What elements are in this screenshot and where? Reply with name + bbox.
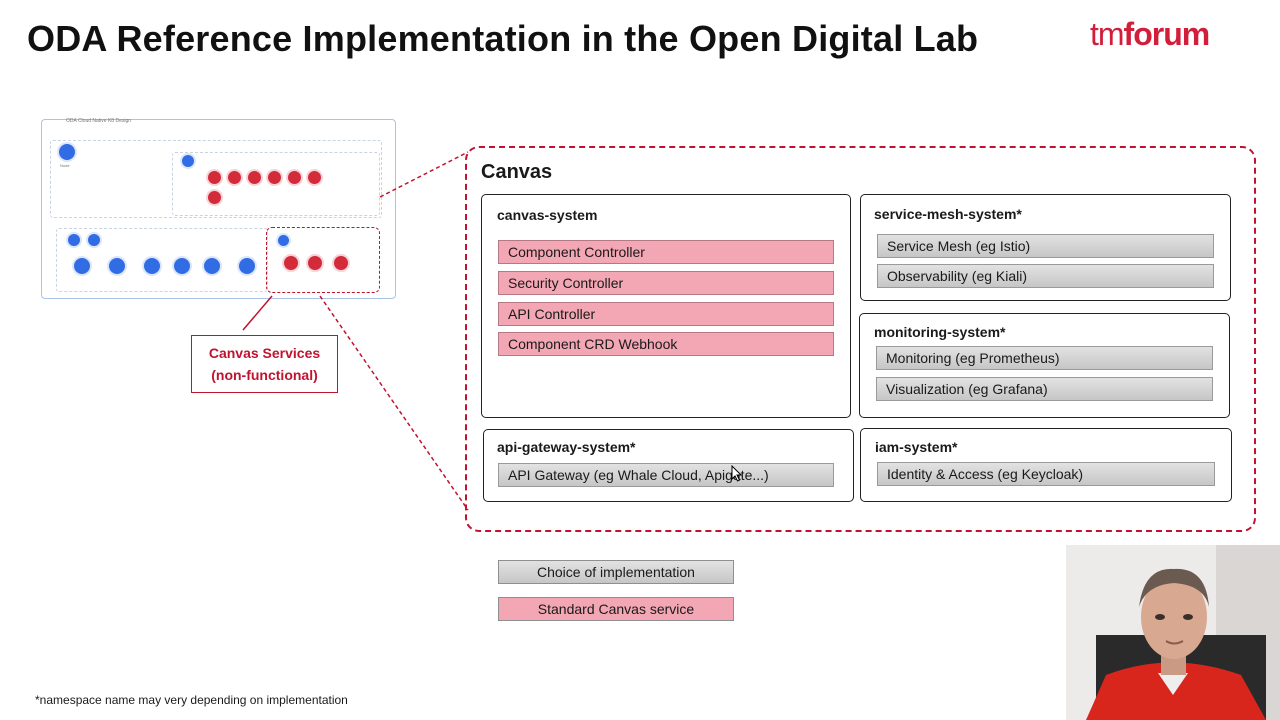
api-gateway-system-box	[483, 429, 854, 502]
canvas-system-title: canvas-system	[497, 207, 598, 223]
oda-components-group	[172, 152, 380, 216]
service-mesh-system-box	[860, 194, 1231, 301]
component-icon	[228, 171, 241, 184]
canvas-services-callout: Canvas Services (non-functional)	[191, 335, 338, 393]
logo-prefix: tm	[1090, 16, 1125, 52]
visualization-item: Visualization (eg Grafana)	[876, 377, 1213, 401]
identity-access-item: Identity & Access (eg Keycloak)	[877, 462, 1215, 486]
callout-pointer	[242, 295, 273, 331]
iam-system-box	[860, 428, 1232, 502]
namespace-icon	[68, 234, 80, 246]
system-group	[56, 228, 268, 292]
legend-standard-canvas-service: Standard Canvas service	[498, 597, 734, 621]
controller-manager-icon	[109, 258, 125, 274]
service-mesh-item: Service Mesh (eg Istio)	[877, 234, 1214, 258]
component-controller-item: Component Controller	[498, 240, 834, 264]
mouse-cursor-icon	[731, 465, 742, 482]
component-icon	[268, 171, 281, 184]
monitoring-system-title: monitoring-system*	[874, 324, 1006, 340]
canvas-system-box	[481, 194, 851, 418]
iam-system-title: iam-system*	[875, 439, 958, 455]
tmforum-logo: tmforum	[1090, 16, 1211, 53]
scheduler-icon	[204, 258, 220, 274]
service-mesh-system-title: service-mesh-system*	[874, 206, 1022, 222]
monitoring-item: Monitoring (eg Prometheus)	[876, 346, 1213, 370]
callout-line1: Canvas Services	[208, 345, 321, 361]
observability-item: Observability (eg Kiali)	[877, 264, 1214, 288]
api-controller-item: API Controller	[498, 302, 834, 326]
footnote: *namespace name may very depending on im…	[35, 693, 348, 707]
api-gateway-item: API Gateway (eg Whale Cloud, Apigate...)	[498, 463, 834, 487]
component-icon	[288, 171, 301, 184]
kubelet-icon	[174, 258, 190, 274]
canvas-services-highlight	[266, 227, 380, 293]
canvas-region	[465, 146, 1256, 532]
monitoring-system-box	[859, 313, 1230, 418]
k8s-design-thumbnail: ODA Cloud Native K8 Design Node	[41, 118, 396, 299]
node-icon	[59, 144, 75, 160]
canvas-title: Canvas	[481, 161, 553, 183]
connector-bottom	[319, 295, 469, 511]
legend-choice-of-implementation: Choice of implementation	[498, 560, 734, 584]
slide-title: ODA Reference Implementation in the Open…	[27, 18, 979, 59]
node-label: Node	[60, 163, 70, 168]
namespace-icon	[182, 155, 194, 167]
presenter-video-frame	[1066, 545, 1280, 720]
api-gateway-system-title: api-gateway-system*	[497, 439, 636, 455]
security-controller-item: Security Controller	[498, 271, 834, 295]
callout-line2: (non-functional)	[211, 367, 318, 383]
etcd-icon	[239, 258, 255, 274]
logo-suffix: forum	[1123, 16, 1211, 52]
thumbnail-heading: ODA Cloud Native K8 Design	[66, 118, 132, 124]
namespace-icon	[88, 234, 100, 246]
k8s-api-server-icon	[74, 258, 90, 274]
canvas-service-icon	[334, 256, 348, 270]
component-icon	[208, 191, 221, 204]
kube-proxy-icon	[144, 258, 160, 274]
component-icon	[248, 171, 261, 184]
presenter-webcam	[1066, 545, 1280, 720]
webhook-icon	[308, 256, 322, 270]
component-controller-icon	[284, 256, 298, 270]
component-icon	[308, 171, 321, 184]
component-crd-webhook-item: Component CRD Webhook	[498, 332, 834, 356]
namespace-icon	[278, 235, 289, 246]
component-icon	[208, 171, 221, 184]
